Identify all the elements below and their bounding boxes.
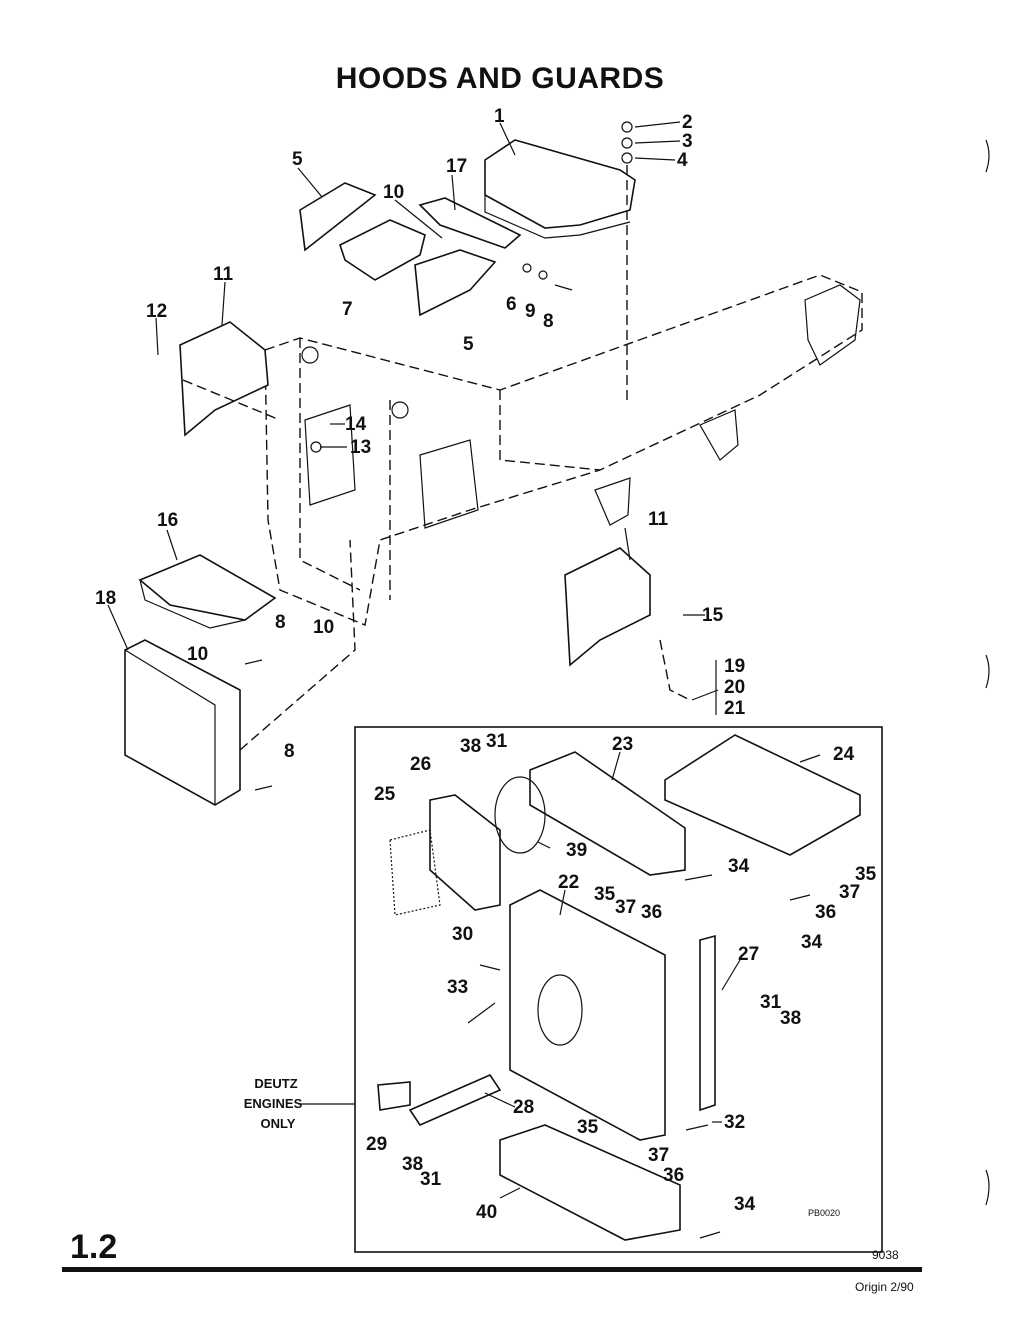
callout-7: 7 xyxy=(342,299,353,320)
callout-10c: 10 xyxy=(187,644,208,665)
callout-19: 19 xyxy=(724,656,745,677)
callout-1: 1 xyxy=(494,106,505,127)
margin-mark xyxy=(985,139,990,173)
callout-30: 30 xyxy=(452,924,473,945)
callout-36b: 36 xyxy=(641,902,662,923)
callout-20: 20 xyxy=(724,677,745,698)
callout-35c: 35 xyxy=(577,1117,599,1138)
callout-24: 24 xyxy=(833,744,855,765)
margin-mark xyxy=(985,654,990,689)
callout-34a: 34 xyxy=(728,856,750,877)
callout-31b: 31 xyxy=(760,992,782,1013)
callout-37b: 37 xyxy=(615,897,636,918)
callout-38c: 38 xyxy=(402,1154,423,1175)
margin-mark xyxy=(985,1169,990,1206)
callout-33: 33 xyxy=(447,977,468,998)
callout-14: 14 xyxy=(345,414,367,435)
callout-25: 25 xyxy=(374,784,396,805)
page-number: 1.2 xyxy=(70,1228,118,1266)
callout-6: 6 xyxy=(506,294,517,315)
inset-note: DEUTZ ENGINES ONLY xyxy=(244,1076,303,1131)
callout-16: 16 xyxy=(157,510,178,531)
callout-34b: 34 xyxy=(801,932,823,953)
front-hood-and-grille-guard xyxy=(124,554,277,806)
callout-8a: 8 xyxy=(543,311,554,332)
callout-11b: 11 xyxy=(648,509,669,530)
callout-12: 12 xyxy=(146,301,167,322)
callout-29: 29 xyxy=(366,1134,387,1155)
callout-39: 39 xyxy=(566,840,587,861)
callout-15: 15 xyxy=(702,605,724,626)
callout-31c: 31 xyxy=(420,1169,442,1190)
origin-date: Origin 2/90 xyxy=(855,1280,914,1294)
callout-31a: 31 xyxy=(486,731,508,752)
inset-box xyxy=(354,726,883,1253)
callout-5a: 5 xyxy=(292,149,303,170)
callout-37c: 37 xyxy=(648,1145,669,1166)
callout-37a: 37 xyxy=(839,882,860,903)
inset-parts xyxy=(377,734,861,1241)
loader-frame xyxy=(264,274,863,626)
callout-5b: 5 xyxy=(463,334,474,355)
inset-note-line-2: ENGINES xyxy=(244,1096,303,1111)
hardware-bolts xyxy=(244,121,633,791)
callout-28: 28 xyxy=(513,1097,534,1118)
page-title: HOODS AND GUARDS xyxy=(335,62,665,95)
callout-leaders xyxy=(107,121,821,1199)
callout-4: 4 xyxy=(677,150,688,171)
callout-36c: 36 xyxy=(663,1165,684,1186)
side-panels xyxy=(299,182,522,317)
callout-32: 32 xyxy=(724,1112,745,1133)
callout-22: 22 xyxy=(558,872,579,893)
callout-35a: 35 xyxy=(855,864,877,885)
callout-35b: 35 xyxy=(594,884,616,905)
callout-40: 40 xyxy=(476,1202,497,1223)
callout-3: 3 xyxy=(682,131,693,152)
callout-34c: 34 xyxy=(734,1194,756,1215)
top-hood-cover xyxy=(484,139,636,239)
callout-38a: 38 xyxy=(460,736,481,757)
callout-10a: 10 xyxy=(383,182,404,203)
callout-8c: 8 xyxy=(284,741,295,762)
callout-18: 18 xyxy=(95,588,116,609)
figure-reference: PB0020 xyxy=(808,1208,840,1218)
access-panels xyxy=(179,321,651,667)
callout-27: 27 xyxy=(738,944,759,965)
callout-26: 26 xyxy=(410,754,431,775)
callout-23: 23 xyxy=(612,734,633,755)
callout-11a: 11 xyxy=(213,264,234,285)
callout-13: 13 xyxy=(350,437,371,458)
callout-8b: 8 xyxy=(275,612,286,633)
callout-2: 2 xyxy=(682,112,693,133)
callout-17: 17 xyxy=(446,156,467,177)
callout-9: 9 xyxy=(525,301,536,322)
callout-21: 21 xyxy=(724,698,746,719)
callouts: 1 2 3 4 5 5 6 7 8 8 8 9 10 10 10 11 11 1… xyxy=(95,106,877,1223)
inset-note-line-3: ONLY xyxy=(261,1116,296,1131)
callout-38b: 38 xyxy=(780,1008,801,1029)
assembly-lines xyxy=(182,165,691,751)
footer-rule xyxy=(62,1267,922,1272)
callout-10b: 10 xyxy=(313,617,334,638)
inset-note-line-1: DEUTZ xyxy=(254,1076,297,1091)
document-code: 9038 xyxy=(872,1248,899,1262)
callout-36a: 36 xyxy=(815,902,836,923)
